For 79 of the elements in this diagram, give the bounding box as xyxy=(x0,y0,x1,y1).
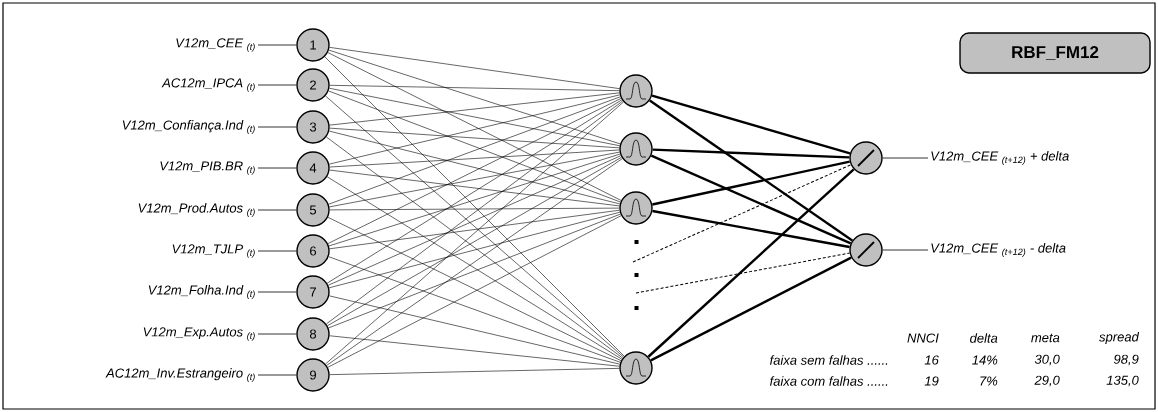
connector-line xyxy=(327,98,622,244)
table-cell: delta xyxy=(970,333,998,343)
connector-line xyxy=(329,151,620,208)
connector-line xyxy=(326,99,623,284)
connector-line xyxy=(329,85,620,91)
connector-line xyxy=(652,148,850,159)
connector-line xyxy=(329,47,620,89)
connector-line xyxy=(327,155,622,286)
connector-line xyxy=(649,99,853,242)
connector-line xyxy=(257,84,297,86)
label-text: V12m_Exp.Autos $_{(t)}$ xyxy=(143,327,255,341)
table-cell: spread xyxy=(1099,331,1140,345)
label-text: AC12m_Inv.Estrangeiro $_{(t)}$ xyxy=(105,368,255,382)
connector-line xyxy=(328,213,621,329)
connector-line xyxy=(650,154,852,245)
neuron-circle xyxy=(619,351,653,385)
connector-line xyxy=(329,149,620,168)
connector-line xyxy=(328,295,621,365)
connector-line xyxy=(257,333,297,335)
neuron-circle xyxy=(619,74,653,108)
connector-line xyxy=(257,209,297,211)
label-text: AC12m_IPCA $_{(t)}$ xyxy=(161,78,255,92)
table-cell: 14% xyxy=(972,355,998,365)
neuron-circle xyxy=(619,191,653,225)
connector-line xyxy=(328,256,621,363)
table-cell: NNCI xyxy=(907,333,939,343)
neuron-circle xyxy=(849,141,883,175)
label-text: V12m_CEE $_{(t+12)}$ - delta xyxy=(931,243,1066,257)
connector-line xyxy=(647,168,855,358)
connector-line xyxy=(328,49,621,145)
table-cell: 19 xyxy=(924,376,939,386)
neuron-circle xyxy=(849,233,883,267)
connector-line xyxy=(329,368,620,375)
table-label: faixa com falhas ...... xyxy=(770,376,888,386)
label-text: V12m_TJLP $_{(t)}$ xyxy=(172,244,255,258)
connector-line xyxy=(257,167,297,169)
connector-line xyxy=(652,209,850,249)
connector-line xyxy=(257,374,297,376)
connector-line xyxy=(650,256,852,362)
connector-line xyxy=(651,94,851,155)
table-cell: 98,9 xyxy=(1113,354,1139,366)
connector-line xyxy=(328,153,621,247)
table-cell: 135,0 xyxy=(1106,375,1139,387)
connector-line xyxy=(329,87,620,147)
connector-line xyxy=(326,100,623,325)
connector-line xyxy=(882,157,929,159)
label-text: V12m_CEE $_{(t)}$ xyxy=(176,38,255,52)
connector-line xyxy=(257,44,297,46)
connector-line xyxy=(632,164,852,263)
label-text: V12m_Folha.Ind $_{(t)}$ xyxy=(148,285,255,299)
connector-line xyxy=(329,127,620,149)
connector-line xyxy=(329,335,620,367)
label-text: V12m_PIB.BR $_{(t)}$ xyxy=(160,161,255,175)
table-cell: 29,0 xyxy=(1034,375,1060,387)
connector-line xyxy=(328,130,621,205)
neuron-circle xyxy=(619,132,653,166)
connector-line xyxy=(257,250,297,252)
connector-line xyxy=(329,169,620,207)
connector-line xyxy=(329,207,620,211)
connector-line xyxy=(328,211,621,289)
table-cell: 16 xyxy=(924,355,939,365)
table-cell: 30,0 xyxy=(1034,354,1060,366)
table-cell: 7% xyxy=(980,376,998,386)
label-text: V12m_CEE $_{(t+12)}$ + delta xyxy=(931,151,1069,165)
table-cell: meta xyxy=(1031,333,1060,343)
title-box: RBF_FM12 xyxy=(959,32,1151,74)
connector-line xyxy=(329,209,620,250)
connector-line xyxy=(327,52,622,201)
connector-line xyxy=(257,291,297,293)
label-text: V12m_Confiança.Ind $_{(t)}$ xyxy=(122,120,255,134)
label-text: V12m_Prod.Autos $_{(t)}$ xyxy=(138,203,255,217)
connector-line xyxy=(652,160,850,206)
table-label: faixa sem falhas ...... xyxy=(770,355,888,365)
connector-line xyxy=(329,92,620,126)
connector-line xyxy=(882,249,929,251)
connector-line xyxy=(327,157,622,326)
connector-line xyxy=(257,126,297,128)
connector-line xyxy=(635,252,851,294)
connector-line xyxy=(328,94,621,165)
